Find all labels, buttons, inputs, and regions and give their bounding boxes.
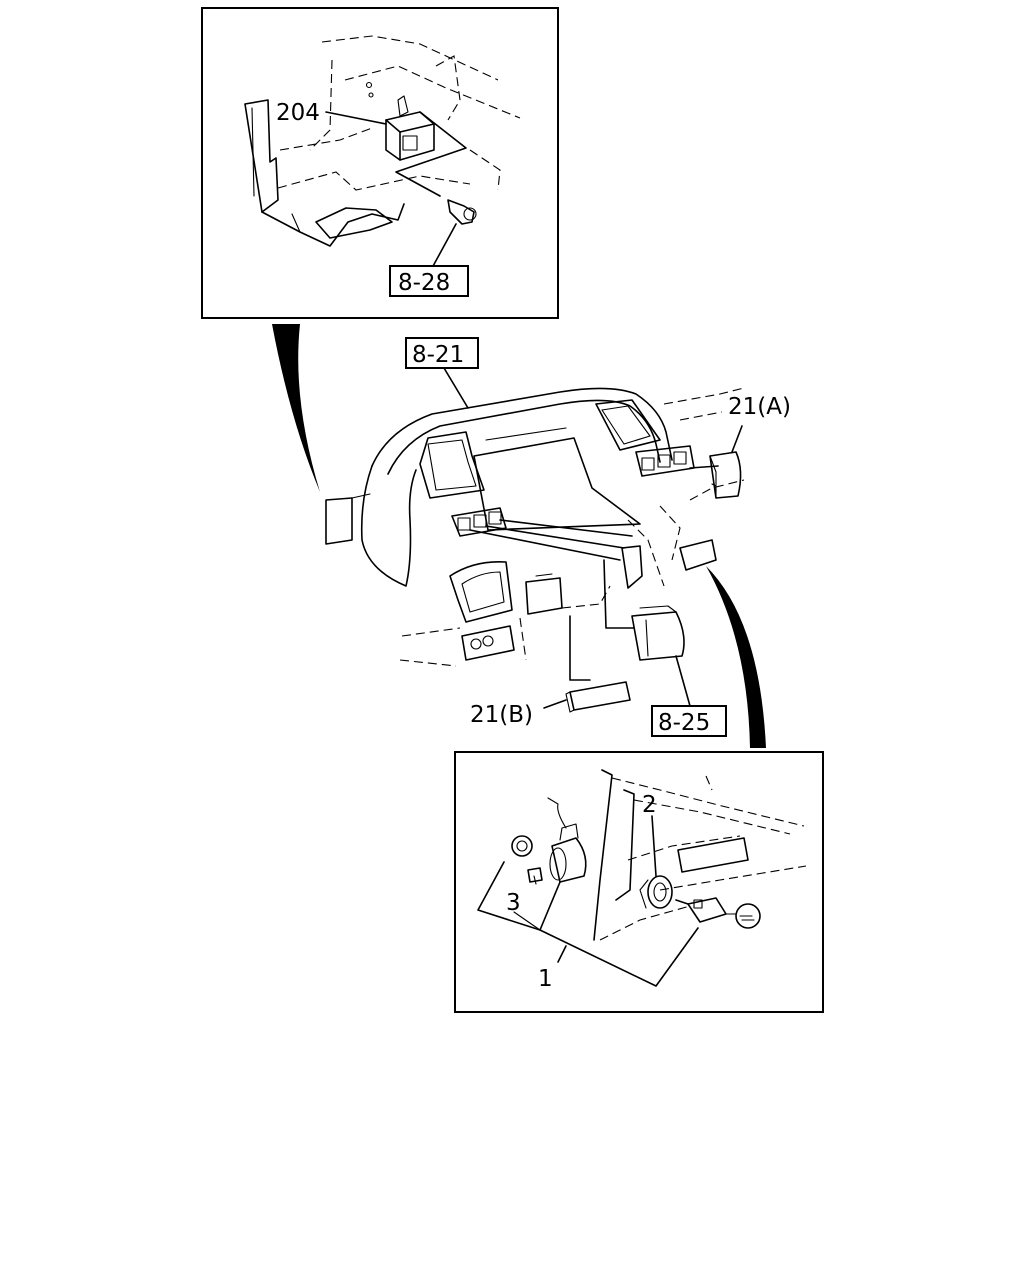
switch-cluster-left <box>451 507 507 537</box>
switch-21a <box>709 451 742 499</box>
ref-8-28: 8-28 <box>398 270 450 296</box>
lighter-plug <box>675 897 761 929</box>
top-inset-frame <box>201 7 559 319</box>
panel-21b <box>565 681 631 713</box>
module-8-25 <box>631 605 685 661</box>
top-detail-inset: 204 8-28 <box>201 7 559 319</box>
ring <box>511 835 533 857</box>
socket-2 <box>639 875 673 909</box>
link-arrow-bottom <box>706 566 766 748</box>
lighter-housing <box>547 797 587 883</box>
ref-8-21: 8-21 <box>412 342 464 368</box>
callout-1: 1 <box>538 966 553 992</box>
callout-2: 2 <box>642 792 657 818</box>
bottom-inset-frame <box>454 751 824 1013</box>
callout-21a: 21(A) <box>728 394 791 420</box>
switch-cluster-right <box>635 445 695 477</box>
bracket-plane <box>395 111 467 197</box>
ref-box-8-21 <box>405 337 479 369</box>
screw-3 <box>527 867 543 885</box>
callout-3: 3 <box>506 890 521 916</box>
ref-box-8-25 <box>651 705 727 737</box>
callout-21b: 21(B) <box>470 702 533 728</box>
ref-box-8-28 <box>389 265 469 297</box>
link-arrow-top <box>272 324 320 492</box>
instrument-panel: 8-21 <box>325 337 791 737</box>
ref-8-25: 8-25 <box>658 710 710 736</box>
bottom-detail-inset: 2 3 1 <box>454 751 824 1013</box>
callout-204: 204 <box>276 100 320 126</box>
bolt <box>447 199 477 225</box>
